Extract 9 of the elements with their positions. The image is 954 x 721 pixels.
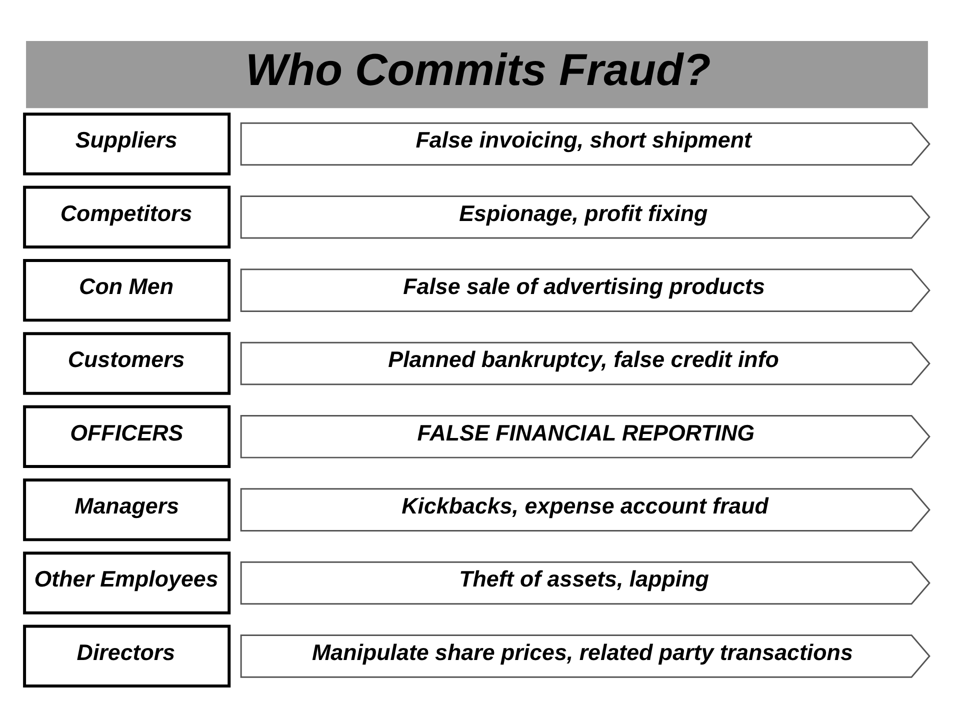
node-box: Competitors	[23, 186, 231, 248]
node-box: Other Employees	[23, 552, 231, 614]
node-box: OFFICERS	[23, 405, 231, 468]
node-box: Con Men	[23, 258, 231, 322]
node-box: Suppliers	[23, 112, 231, 176]
node-box: Customers	[23, 332, 231, 395]
node-box: Managers	[23, 478, 231, 542]
diagram-title: Who Commits Fraud?	[246, 44, 711, 95]
node-box: Directors	[23, 624, 231, 688]
